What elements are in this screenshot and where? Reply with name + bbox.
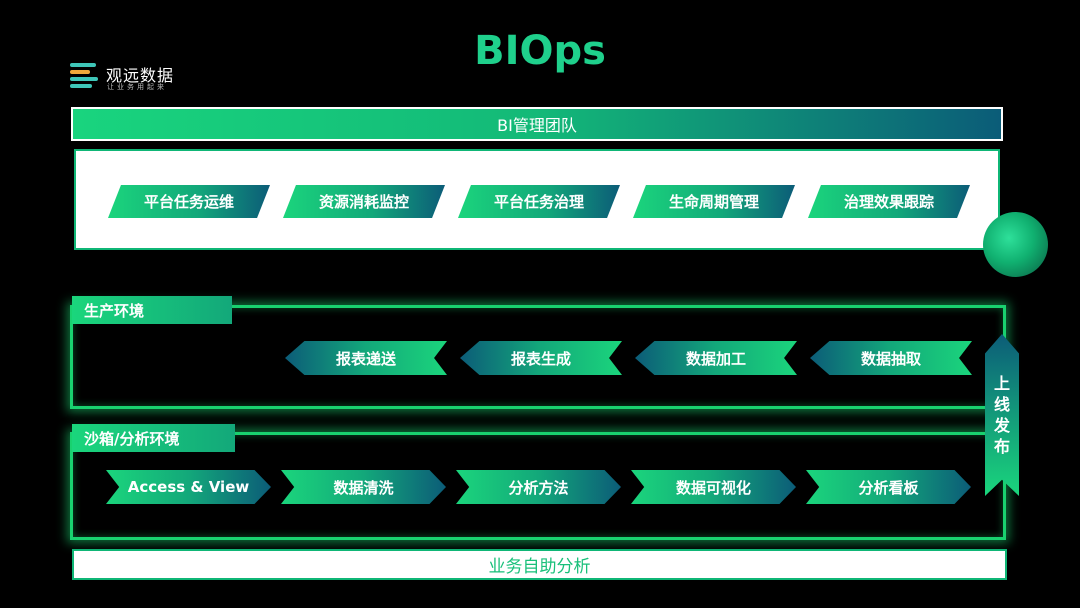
launch-char: 发 bbox=[993, 416, 1010, 435]
production-environment-label: 生产环境 bbox=[72, 296, 232, 324]
bars-icon bbox=[70, 62, 100, 92]
production-step: 报表递送 bbox=[285, 341, 447, 375]
management-item: 治理效果跟踪 bbox=[808, 185, 970, 218]
production-step: 数据加工 bbox=[635, 341, 797, 375]
launch-arrow: 上 线 发 布 bbox=[985, 334, 1019, 496]
management-item: 平台任务运维 bbox=[108, 185, 270, 218]
sandbox-step: 分析方法 bbox=[456, 470, 621, 504]
sandbox-step: 数据可视化 bbox=[631, 470, 796, 504]
launch-char: 布 bbox=[993, 437, 1010, 456]
sandbox-step: Access & View bbox=[106, 470, 271, 504]
management-item: 平台任务治理 bbox=[458, 185, 620, 218]
sandbox-step: 分析看板 bbox=[806, 470, 971, 504]
production-step: 数据抽取 bbox=[810, 341, 972, 375]
page-title: BIOps bbox=[474, 28, 606, 74]
sandbox-environment-label: 沙箱/分析环境 bbox=[72, 424, 235, 452]
team-bar: BI管理团队 bbox=[71, 107, 1003, 141]
management-panel: 平台任务运维 资源消耗监控 平台任务治理 生命周期管理 治理效果跟踪 bbox=[74, 149, 1000, 250]
logo-tagline: 让业务用起来 bbox=[107, 83, 167, 91]
business-self-service-bar: 业务自助分析 bbox=[72, 549, 1007, 580]
management-item: 生命周期管理 bbox=[633, 185, 795, 218]
decorative-circle bbox=[983, 212, 1048, 277]
sandbox-environment-box bbox=[70, 432, 1006, 540]
company-logo: 观远数据 让业务用起来 bbox=[70, 60, 200, 96]
production-step: 报表生成 bbox=[460, 341, 622, 375]
management-item: 资源消耗监控 bbox=[283, 185, 445, 218]
logo-name: 观远数据 bbox=[106, 66, 175, 85]
launch-char: 上 bbox=[993, 374, 1010, 393]
sandbox-step: 数据清洗 bbox=[281, 470, 446, 504]
launch-char: 线 bbox=[993, 395, 1010, 414]
